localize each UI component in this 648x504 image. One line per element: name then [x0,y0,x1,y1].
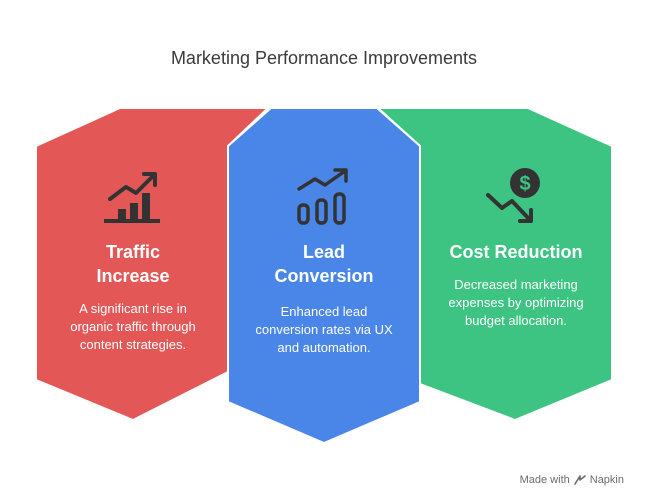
footer-label: Made with [519,474,570,486]
made-with-napkin[interactable]: Made with Napkin [520,474,624,486]
lead-heading: Lead Conversion [250,240,398,288]
cost-heading: Cost Reduction [432,240,600,264]
traffic-heading-line1: Traffic [105,242,161,262]
lead-heading-line1: Lead [302,242,345,262]
growth-chart-icon [297,168,348,225]
cost-description: Decreased marketing expenses by optimizi… [448,277,584,328]
footer-brand: Napkin [589,474,624,486]
bar-chart-growth-icon [104,172,160,223]
napkin-logo-icon [573,475,586,485]
svg-text:$: $ [519,173,530,195]
traffic-description: A significant rise in organic traffic th… [70,301,196,352]
page-title: Marketing Performance Improvements [170,48,478,68]
traffic-heading: Traffic Increase [60,240,206,288]
lead-description: Enhanced lead conversion rates via UX an… [255,304,393,355]
traffic-heading-line2: Increase [96,266,170,286]
lead-card [227,107,421,445]
lead-heading-line2: Conversion [274,266,374,286]
cost-heading-line1: Cost Reduction [449,242,583,262]
dollar-decline-icon: $ [486,168,540,223]
